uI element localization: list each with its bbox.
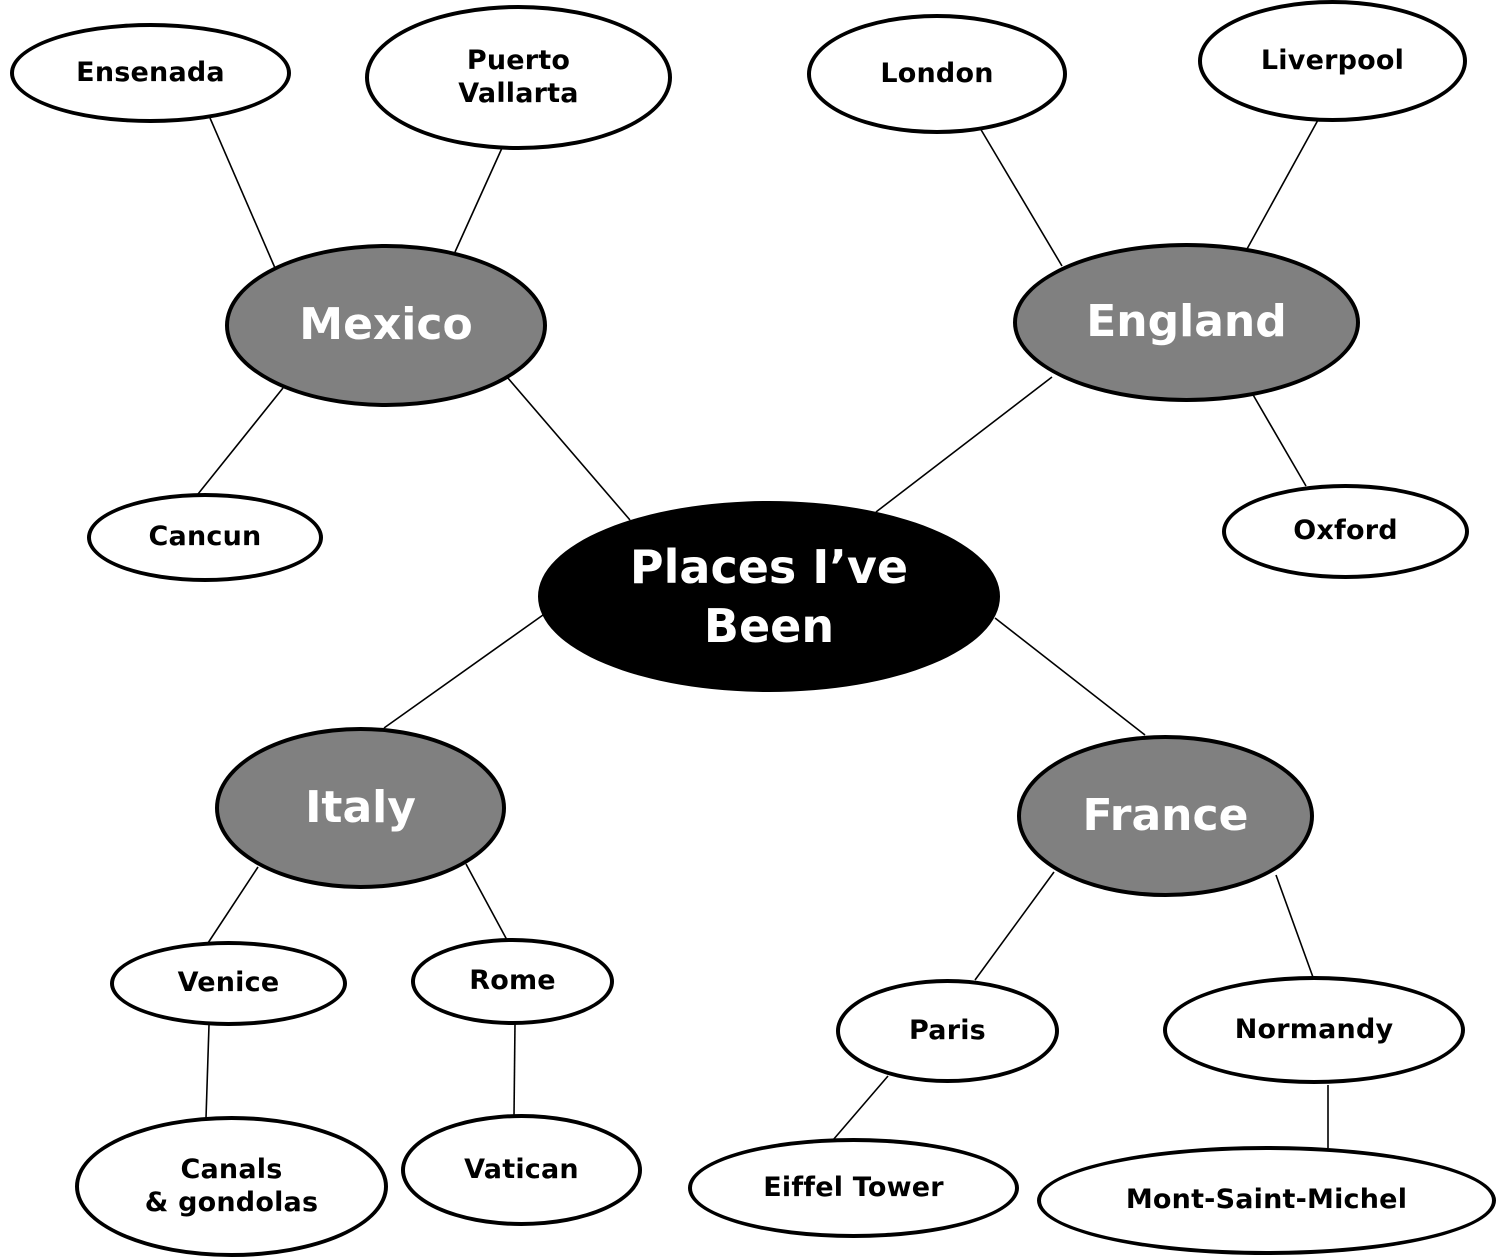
place-label-paris: Paris [909, 1014, 986, 1046]
connector-rome-vatican [513, 1022, 516, 1117]
connector-center-mexico [506, 376, 631, 521]
connector-england-liverpool [1246, 119, 1319, 250]
place-node-canals-gondolas: Canals & gondolas [75, 1116, 388, 1257]
place-node-cancun: Cancun [87, 493, 323, 582]
place-node-normandy: Normandy [1163, 976, 1465, 1084]
center-node-places-ive-been: Places I’ve Been [538, 501, 1000, 692]
place-label-liverpool: Liverpool [1260, 44, 1405, 76]
connector-paris-eiffel [832, 1075, 889, 1141]
place-label-ensenada: Ensenada [76, 56, 225, 88]
place-node-venice: Venice [110, 941, 347, 1026]
place-node-london: London [807, 14, 1067, 134]
connector-venice-canals [205, 1024, 210, 1119]
place-label-eiffel-tower: Eiffel Tower [763, 1171, 944, 1203]
place-label-normandy: Normandy [1234, 1013, 1394, 1045]
country-label-england: England [1086, 296, 1287, 348]
place-node-vatican: Vatican [401, 1114, 642, 1226]
country-label-mexico: Mexico [299, 299, 473, 351]
place-label-rome: Rome [469, 965, 556, 997]
country-node-france: France [1017, 735, 1314, 897]
connector-mexico-ensenada [209, 117, 276, 269]
connector-england-london [979, 127, 1063, 267]
connector-england-oxford [1251, 392, 1307, 487]
place-label-london: London [880, 57, 994, 89]
country-label-france: France [1082, 789, 1249, 841]
country-label-italy: Italy [305, 781, 416, 833]
connector-center-france [994, 617, 1146, 736]
place-node-mont-saint-michel: Mont-Saint-Michel [1037, 1146, 1496, 1255]
country-node-italy: Italy [215, 727, 506, 889]
connector-center-england [875, 376, 1053, 513]
connector-italy-rome [465, 863, 508, 941]
connector-france-paris [974, 871, 1055, 981]
place-label-oxford: Oxford [1293, 515, 1398, 547]
place-node-oxford: Oxford [1222, 484, 1469, 579]
country-node-england: England [1013, 243, 1360, 402]
place-node-eiffel-tower: Eiffel Tower [688, 1138, 1019, 1238]
connector-mexico-cancun [197, 387, 284, 495]
connector-france-normandy [1275, 874, 1315, 981]
center-node-label: Places I’ve Been [629, 539, 909, 653]
country-node-mexico: Mexico [225, 244, 547, 407]
connector-italy-venice [207, 866, 259, 944]
connector-center-italy [383, 614, 544, 729]
place-label-puerto-vallarta: Puerto Vallarta [458, 45, 579, 109]
place-label-canals-gondolas: Canals & gondolas [144, 1154, 319, 1218]
place-node-ensenada: Ensenada [10, 23, 291, 123]
place-label-mont-saint-michel: Mont-Saint-Michel [1125, 1184, 1408, 1216]
connector-mexico-puerto-vallarta [454, 147, 503, 253]
place-label-cancun: Cancun [148, 521, 262, 553]
place-node-paris: Paris [836, 979, 1059, 1083]
place-label-venice: Venice [177, 967, 280, 999]
place-label-vatican: Vatican [464, 1153, 579, 1185]
place-node-liverpool: Liverpool [1198, 0, 1467, 122]
place-node-rome: Rome [411, 938, 614, 1025]
place-node-puerto-vallarta: Puerto Vallarta [365, 5, 672, 150]
